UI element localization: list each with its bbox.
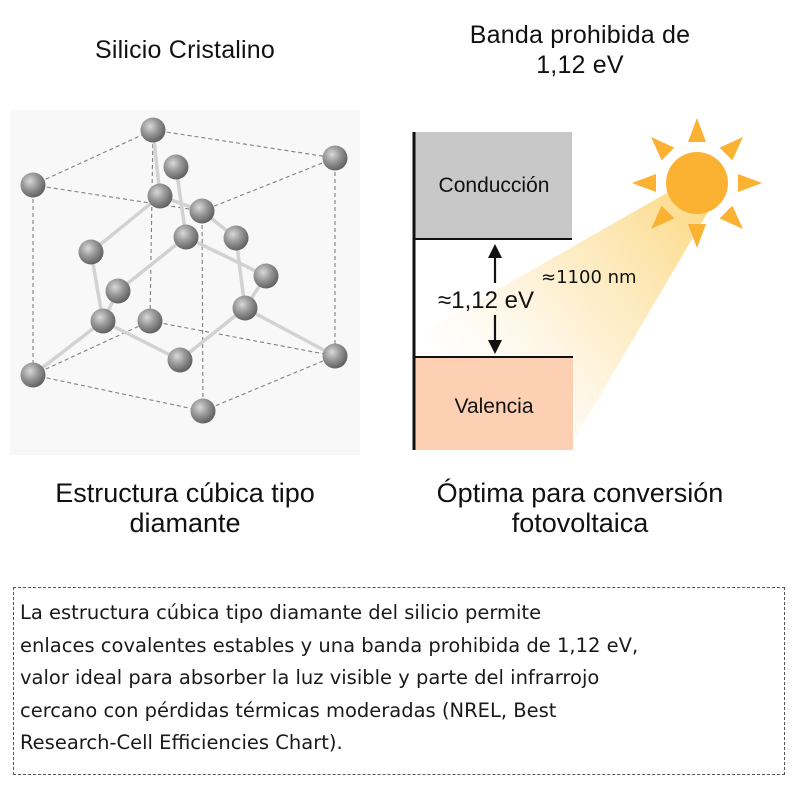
conduction-band [414,132,572,239]
gap-arrow-up [488,244,502,283]
bandgap-title-line1: Banda prohibida de [469,21,691,49]
atom [137,308,163,334]
bandgap-caption-line2: fotovoltaica [511,508,649,538]
bandgap-caption-line1: Óptima para conversión [436,478,724,508]
atom [90,308,116,334]
atom [167,347,193,373]
atom [322,343,348,369]
atom [173,224,199,250]
silicon-atoms [20,117,348,424]
atom [105,278,131,304]
cube-edges [32,129,336,412]
bandgap-title: Banda prohibida de 1,12 eV [395,20,765,80]
valence-label: Valencia [455,395,534,418]
atom [140,117,166,143]
atom [253,263,279,289]
sun-icon [632,118,762,248]
bandgap-title-line2: 1,12 eV [536,51,624,79]
atom [322,145,348,171]
conduction-label: Conducción [439,174,550,197]
atom [189,198,215,224]
valence-band [414,357,573,450]
atom [232,295,258,321]
atom [20,362,46,388]
atom [20,172,46,198]
lattice-caption-line1: Estructura cúbica tipo [55,478,315,508]
lattice-title: Silicio Cristalino [94,36,276,64]
bandgap-caption: Óptima para conversión fotovoltaica [395,478,765,538]
wavelength-label: ≈1100 nm [541,267,637,288]
explanation-line: valor ideal para absorber la luz visible… [20,666,600,690]
explanation-line: cercano con pérdidas térmicas moderadas … [20,698,557,722]
atom [190,398,216,424]
explanation-line: enlaces covalentes estables y una banda … [20,633,639,657]
atom [147,183,173,209]
atom [163,154,189,180]
explanation-line: Research-Cell Efficiencies Chart). [20,731,343,755]
explanation-box: La estructura cúbica tipo diamante del s… [13,587,785,775]
atom [78,239,104,265]
explanation-line: La estructura cúbica tipo diamante del s… [20,601,542,624]
lattice-caption: Estructura cúbica tipo diamante [0,478,370,538]
gap-energy-label: ≈1,12 eV [438,287,534,314]
lattice-caption-line2: diamante [129,508,241,538]
gap-arrow-down [488,315,502,354]
atom [223,225,249,251]
